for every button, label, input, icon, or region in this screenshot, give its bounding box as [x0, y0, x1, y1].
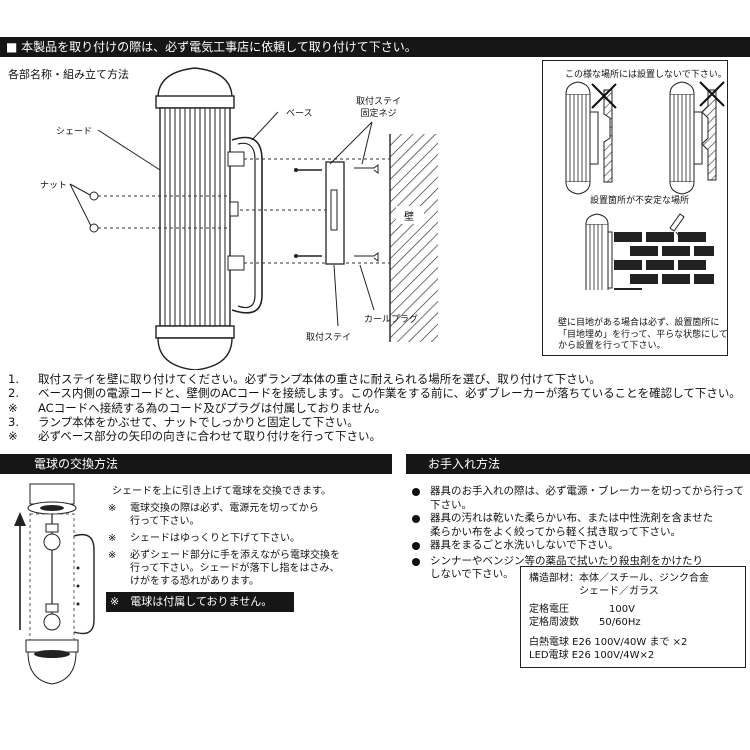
bulb-tip-item: ※電球交換の際は必ず、電源元を切ってから 行って下さい。: [108, 503, 319, 527]
bulb-tip-item: ※必ずシェード部分に手を添えながら電球交換を 行って下さい。シェードが落下し指を…: [108, 550, 340, 587]
spec-line: 定格周波数 50/60Hz: [529, 616, 641, 628]
bulb-section-bar: 電球の交換方法: [0, 454, 392, 474]
bullet-icon: [412, 542, 420, 550]
instruction-item: 3.ランプ本体をかぶせて、ナットでしっかりと固定して下さい。: [8, 414, 359, 429]
stay-screw-label: 取付ステイ 固定ネジ: [356, 97, 402, 119]
instruction-item: ※必ずベース部分の矢印の向きに合わせて取り付けを行って下さい。: [8, 429, 382, 444]
bulb-tip-item: ※シェードはゆっくりと下げて下さい。: [108, 533, 300, 544]
wall-label: 壁: [404, 212, 414, 223]
stay-label: 取付ステイ: [306, 333, 352, 343]
bulb-diagram: [14, 483, 95, 685]
spec-line: 構造部材：本体／スチール、ジンク合金: [529, 573, 709, 584]
spec-line: 白熱電球 E26 100V/40W まで ×2: [529, 637, 688, 648]
spec-line: LED電球 E26 100V/4W×2: [529, 649, 655, 661]
shade-label: シェード: [56, 127, 93, 137]
care-item: 器具をまるごと水洗いしないで下さい。: [412, 539, 748, 555]
bullet-icon: [412, 557, 420, 566]
care-item: 器具の汚れは乾いた柔らかい布、または中性洗剤を含ませた 柔らかい布をよく絞ってか…: [412, 512, 748, 539]
care-list: 器具のお手入れの際は、必ず電源・ブレーカーを切ってから行って下さい。 器具の汚れ…: [412, 485, 748, 582]
care-item: 器具のお手入れの際は、必ず電源・ブレーカーを切ってから行って下さい。: [412, 485, 748, 512]
spec-box: 構造部材：本体／スチール、ジンク合金 シェード／ガラス 定格電圧 100V 定格…: [520, 566, 746, 668]
bulb-tips: ※電球交換の際は必ず、電源元を切ってから 行って下さい。 ※シェードはゆっくりと…: [108, 502, 340, 588]
care-section-title: お手入れ方法: [428, 457, 501, 471]
instruction-item: 1.取付ステイを壁に取り付けてください。必ずランプ本体の重さに耐えられる場所を選…: [8, 372, 601, 386]
header-title: ■ 本製品を取り付けの際は、必ず電気工事店に依頼して取り付けて下さい。: [6, 40, 417, 54]
assembly-diagram: [69, 67, 438, 370]
bullet-icon: [412, 488, 420, 496]
base-label: ベース: [286, 109, 313, 119]
warning-box: [542, 60, 728, 356]
instruction-list: 1.取付ステイを壁に取り付けてください。必ずランプ本体の重さに耐えられる場所を選…: [8, 372, 748, 443]
assembly-title: 各部名称・組み立て方法: [8, 68, 129, 81]
instruction-item: 2.ベース内側の電源コードと、壁側のACコードを接続します。この作業をする前に、…: [8, 386, 741, 401]
brick-text: 壁に目地がある場合は必ず、設置箇所に 「目地埋め」を行って、平らな状態にして か…: [558, 318, 728, 351]
no-install-text: この様な場所には設置しないで下さい。: [565, 70, 727, 80]
nut-label: ナット: [40, 181, 68, 191]
bulb-not-included: ※ 電球は付属しておりません。: [106, 592, 294, 612]
bad-placement-figure: [565, 81, 725, 290]
care-section-bar: お手入れ方法: [406, 454, 750, 474]
spec-line: シェード／ガラス: [529, 585, 659, 597]
unstable-text: 設置箇所が不安定な場所: [590, 196, 690, 206]
header-bar: ■ 本製品を取り付けの際は、必ず電気工事店に依頼して取り付けて下さい。: [0, 37, 750, 57]
plug-label: カールプラグ: [364, 315, 419, 325]
instruction-item: ※ACコードへ接続する為のコード及びプラグは付属しておりません。: [8, 400, 387, 415]
bulb-intro: シェードを上に引き上げて電球を交換できます。: [112, 486, 331, 497]
bullet-icon: [412, 515, 420, 523]
bulb-section-title: 電球の交換方法: [34, 457, 119, 471]
care-item: シンナーやベンジン等の薬品で拭いたり殺虫剤をかけたり しないで下さい。: [412, 555, 748, 582]
spec-line: 定格電圧 100V: [529, 604, 635, 615]
